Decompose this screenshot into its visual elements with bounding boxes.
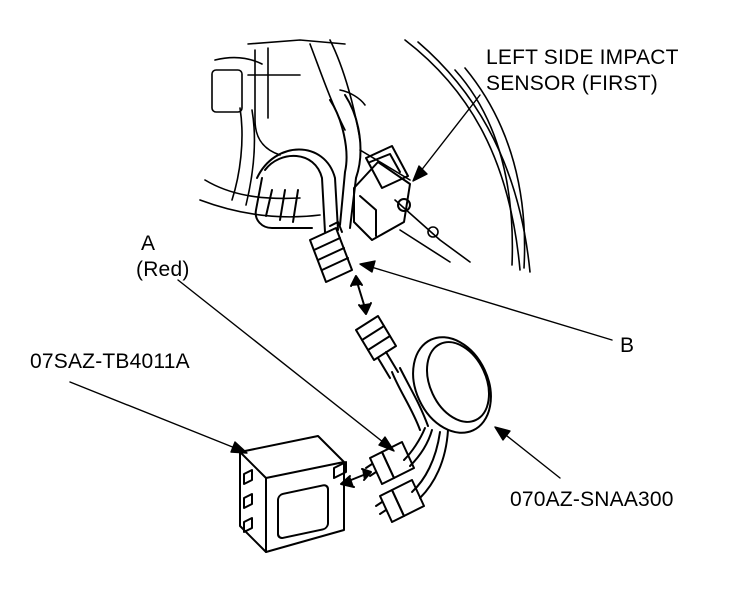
label-sensor-line2: SENSOR (FIRST) [486, 72, 658, 95]
left-side-impact-sensor [353, 145, 411, 241]
leader-b [367, 265, 613, 341]
vehicle-body-panel [199, 39, 531, 273]
harness-cable [391, 336, 492, 499]
leader-harness [501, 431, 561, 479]
label-tool-harness: 070AZ-SNAA300 [510, 488, 674, 511]
leader-sensor [419, 94, 481, 173]
test-box [239, 435, 347, 553]
leader-lines [69, 94, 613, 479]
vehicle-wire-harness [254, 94, 362, 233]
leader-toolbox [69, 381, 241, 451]
connection-arrow-b [350, 275, 372, 315]
label-b-letter: B [620, 334, 635, 357]
label-a-color: (Red) [136, 258, 190, 281]
harness-connector [355, 315, 399, 379]
leader-toolbox-head [230, 441, 248, 454]
leader-sensor-head [412, 165, 428, 182]
leader-a-head [378, 436, 395, 452]
leader-a [177, 279, 389, 447]
label-sensor-line1: LEFT SIDE IMPACT [486, 46, 679, 69]
harness-plug [375, 479, 425, 523]
leader-b-head [359, 260, 376, 273]
connector-b [309, 221, 353, 283]
leader-harness-head [494, 426, 511, 441]
label-tool-box: 07SAZ-TB4011A [30, 350, 190, 373]
connector-a-red [365, 441, 415, 485]
label-a-letter: A [141, 232, 156, 255]
